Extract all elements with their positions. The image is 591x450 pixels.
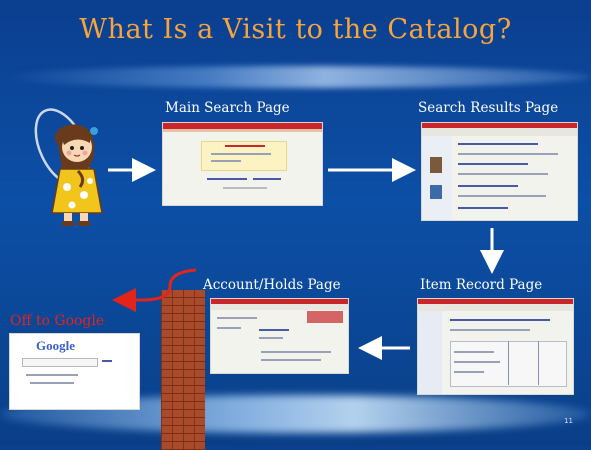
brick-chimney (161, 290, 205, 450)
label-search-results: Search Results Page (418, 100, 559, 116)
character-icon (34, 108, 103, 226)
label-item-record: Item Record Page (420, 277, 543, 293)
google-logo: Google (36, 338, 75, 353)
search-results-page-thumbnail[interactable] (421, 122, 578, 221)
slide-title: What Is a Visit to the Catalog? (79, 14, 512, 45)
page-number: 11 (564, 417, 573, 425)
label-main-search: Main Search Page (165, 100, 290, 116)
main-search-page-thumbnail[interactable] (162, 122, 323, 206)
label-account-holds: Account/Holds Page (203, 277, 341, 293)
item-record-page-thumbnail[interactable] (417, 298, 574, 395)
label-off-to-google: Off to Google (10, 313, 105, 329)
google-page-thumbnail[interactable]: Google (9, 333, 140, 410)
account-holds-page-thumbnail[interactable] (210, 298, 349, 374)
